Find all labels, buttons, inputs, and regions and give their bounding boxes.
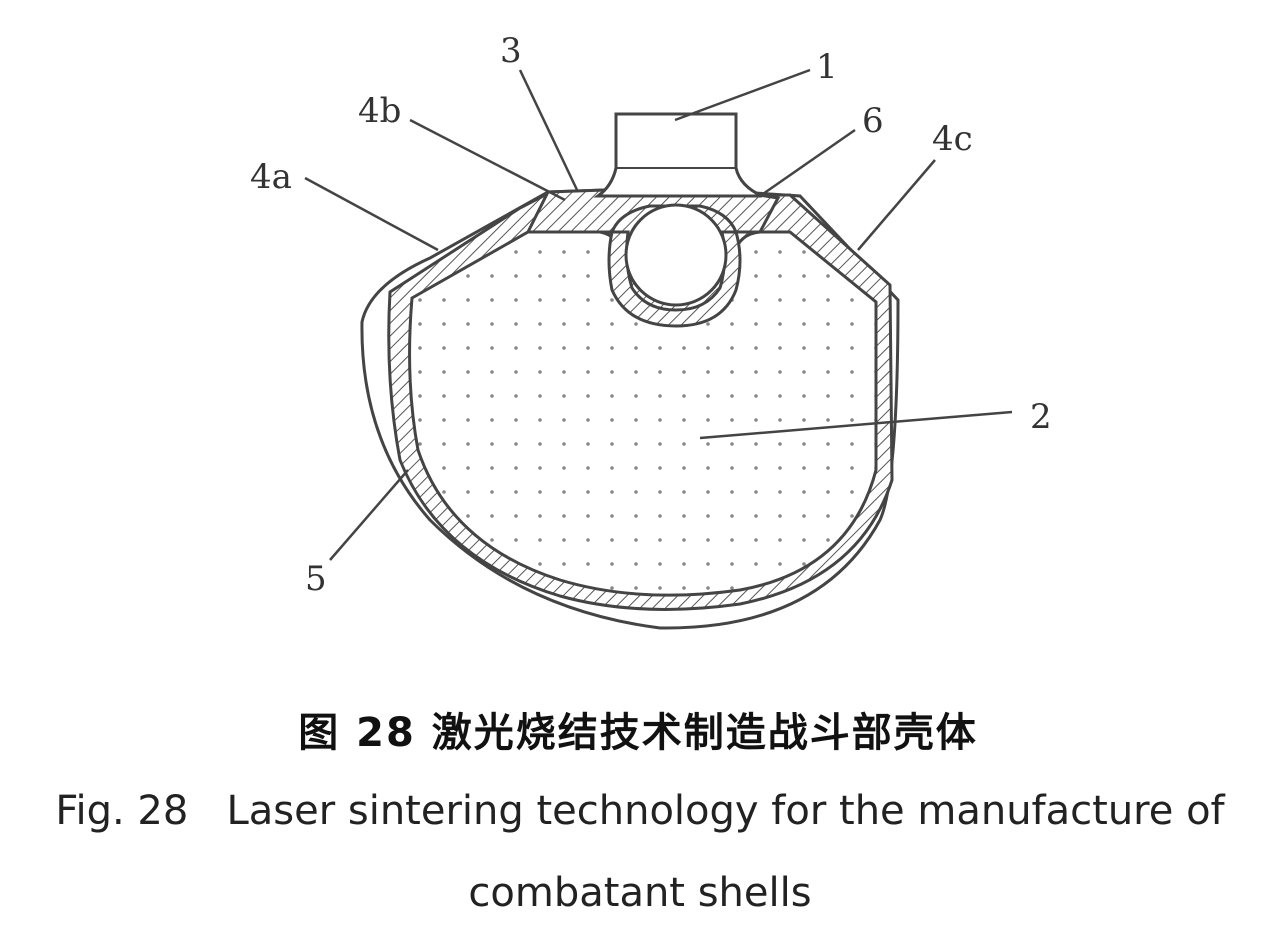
caption-chinese: 图 28 激光烧结技术制造战斗部壳体 [0,700,1276,758]
fuze-well [607,230,742,328]
top-plate [525,188,781,234]
diagram-canvas: 1 2 3 4a 4b 4c 5 6 [250,31,1052,630]
leader-5 [329,469,409,561]
leader-2 [699,410,1013,440]
label-4a: 4a [250,157,292,197]
label-1: 1 [816,47,838,87]
fuze-head-1 [593,112,763,198]
leader-3 [518,69,580,193]
caption-en-prefix: Fig. 28 [55,788,189,834]
label-4b: 4b [358,91,401,131]
label-2: 2 [1030,397,1052,437]
leader-4a [304,176,439,252]
label-6: 6 [862,101,884,141]
caption-cn-prefix: 图 28 [298,710,416,756]
label-5: 5 [305,559,327,599]
ball-6 [624,203,728,307]
leader-4b [409,118,566,202]
caption-english: Fig. 28 Laser sintering technology for t… [40,770,1240,934]
label-4c: 4c [932,119,973,159]
leader-6 [759,128,856,198]
leader-lines [304,68,1013,561]
warhead-shell-diagram: 1 2 3 4a 4b 4c 5 6 [250,31,1052,630]
caption-en-gap [188,788,226,834]
caption-cn-title: 激光烧结技术制造战斗部壳体 [431,710,978,756]
leader-4c [857,159,936,251]
leader-1 [674,68,811,122]
caption-en-title: Laser sintering technology for the manuf… [226,788,1225,916]
label-3: 3 [500,31,522,71]
